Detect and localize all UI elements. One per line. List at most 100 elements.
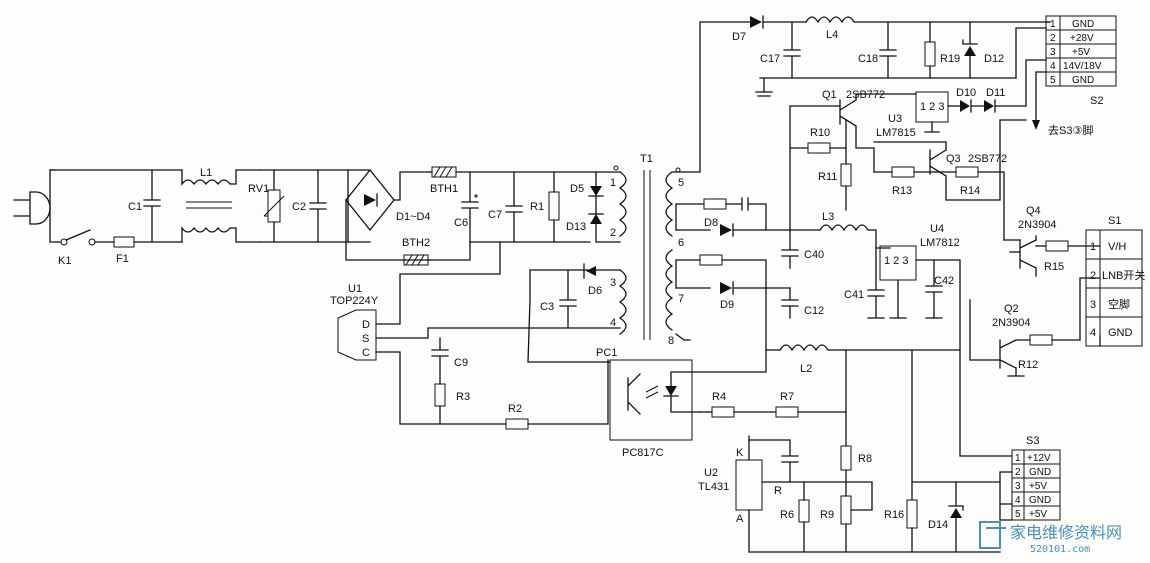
label-c9: C9 — [454, 357, 468, 369]
s2-pin-label: +28V — [1070, 33, 1094, 44]
label-l2: L2 — [800, 363, 812, 375]
component-labels: K1 F1 C1 L1 RV1 C2 D1~D4 BTH1 BTH2 C6 C7… — [58, 29, 1093, 531]
s3-pin-label: +5V — [1029, 509, 1047, 520]
label-r4: R4 — [712, 391, 726, 403]
s1-pin-num: 4 — [1090, 327, 1096, 339]
label-bridge: D1~D4 — [396, 211, 431, 223]
label-u4-part: LM7812 — [920, 237, 960, 249]
connector-s2-text: S2 1 GND 2 +28V 3 +5V 4 14V/18V 5 GND — [1050, 19, 1103, 107]
watermark-logo-icon — [979, 521, 1006, 549]
label-r10: R10 — [810, 127, 830, 139]
label-f1: F1 — [116, 253, 129, 265]
label-d8: D8 — [704, 217, 718, 229]
output-5v-section — [609, 254, 1013, 553]
s1-pin-label: 空脚 — [1108, 297, 1130, 311]
label-q2: Q2 — [1004, 303, 1019, 315]
connector-s3-text: S3 1 +12V 2 GND 3 +5V 4 GND 5 +5V — [1015, 435, 1051, 520]
label-l1: L1 — [200, 167, 212, 179]
s3-pin-label: +12V — [1027, 453, 1051, 464]
connector-s2 — [1045, 15, 1117, 87]
watermark-text: 家电维修资料网 — [1010, 523, 1122, 542]
label-l4: L4 — [826, 29, 838, 41]
s2-pin-label: GND — [1072, 19, 1094, 30]
s2-pin-num: 3 — [1050, 47, 1056, 58]
transformer-t1 — [613, 21, 751, 340]
s1-pin-num: 2 — [1090, 270, 1096, 282]
s3-pin-label: GND — [1029, 495, 1051, 506]
label-d10: D10 — [956, 87, 976, 99]
label-r7: R7 — [780, 391, 794, 403]
label-c6: C6 — [454, 217, 468, 229]
output-12v-section — [675, 197, 1013, 457]
label-t1: T1 — [640, 153, 653, 165]
label-u1-s: S — [362, 333, 369, 345]
label-d11: D11 — [986, 87, 1005, 99]
label-c12: C12 — [804, 305, 824, 317]
label-q2-part: 2N3904 — [992, 317, 1031, 329]
label-c17: C17 — [760, 53, 780, 65]
output-28v-section — [750, 15, 1051, 97]
s2-pin-num: 1 — [1050, 19, 1056, 30]
label-q1-part: 2SB772 — [846, 89, 885, 101]
label-r6: R6 — [780, 509, 794, 521]
s2-pin-num: 5 — [1050, 75, 1056, 86]
label-u3-part: LM7815 — [876, 127, 916, 139]
primary-switch-section — [337, 241, 621, 430]
label-r16: R16 — [884, 509, 904, 521]
label-u2-part: TL431 — [698, 481, 729, 493]
connector-s3 — [1011, 449, 1061, 521]
s3-pin-num: 2 — [1015, 467, 1021, 478]
label-u2-r: R — [774, 485, 782, 497]
label-bth1: BTH1 — [430, 183, 458, 195]
label-w1: 1 — [610, 177, 616, 189]
label-r14: R14 — [960, 185, 980, 197]
label-c42: C42 — [934, 275, 954, 287]
label-w7: 7 — [678, 293, 684, 305]
label-w3: 3 — [610, 277, 616, 289]
label-s1: S1 — [1108, 215, 1121, 227]
label-c41: C41 — [844, 289, 864, 301]
label-c1: C1 — [128, 201, 142, 213]
label-u4-pins: 1 2 3 — [884, 255, 908, 267]
s3-pin-num: 3 — [1015, 481, 1021, 492]
label-w6: 6 — [678, 237, 684, 249]
label-c2: C2 — [292, 201, 306, 213]
label-r12: R12 — [1018, 359, 1038, 371]
label-s2: S2 — [1090, 95, 1103, 107]
site-watermark: 家电维修资料网 520101.com — [979, 521, 1122, 555]
label-r3: R3 — [456, 391, 470, 403]
s1-pin-label: GND — [1108, 327, 1133, 339]
connector-s1 — [1085, 229, 1143, 347]
label-bth2: BTH2 — [402, 237, 430, 249]
label-c7: C7 — [488, 209, 502, 221]
s1-pin-label: LNB开关 — [1102, 268, 1145, 282]
label-u1-c: C — [362, 347, 370, 359]
label-w4: 4 — [610, 317, 616, 329]
label-r1: R1 — [530, 201, 544, 213]
s1-pin-label: V/H — [1108, 241, 1126, 253]
label-u2-k: K — [736, 447, 744, 459]
label-u2: U2 — [704, 467, 718, 479]
label-l3: L3 — [822, 211, 834, 223]
label-r11: R11 — [818, 171, 837, 183]
label-c3: C3 — [540, 301, 554, 313]
s3-pin-num: 4 — [1015, 495, 1021, 506]
s2-pin-label: +5V — [1072, 47, 1090, 58]
label-q3: Q3 — [946, 153, 961, 165]
label-u3-pins: 1 2 3 — [920, 101, 944, 113]
label-u1-d: D — [362, 319, 370, 331]
label-c40: C40 — [804, 249, 824, 261]
label-w8: 8 — [668, 335, 674, 347]
label-pc1: PC1 — [596, 347, 617, 359]
s2-pin-label: GND — [1072, 75, 1094, 86]
label-u3: U3 — [888, 113, 902, 125]
ac-input-section — [13, 166, 621, 266]
label-q1: Q1 — [822, 89, 837, 101]
s2-pin-label: 14V/18V — [1063, 61, 1102, 72]
label-pc1-part: PC817C — [622, 447, 664, 459]
label-d6: D6 — [588, 285, 602, 297]
connector-s1-text: S1 1 V/H 2 LNB开关 3 空脚 4 GND — [1090, 215, 1145, 339]
label-u2-a: A — [736, 513, 744, 525]
label-goto-s3: 去S3③脚 — [1048, 123, 1093, 137]
